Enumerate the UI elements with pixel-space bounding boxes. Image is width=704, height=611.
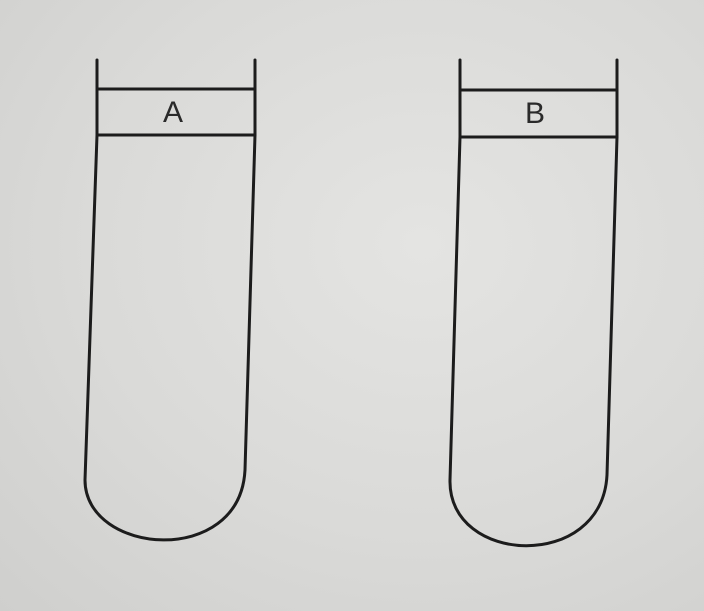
test-tube-a: A [83, 58, 257, 542]
test-tube-b: B [448, 58, 619, 548]
test-tube-a-body [83, 58, 257, 542]
test-tube-b-label: B [525, 97, 545, 130]
test-tube-a-label: A [163, 96, 183, 129]
test-tube-b-body [448, 58, 619, 548]
